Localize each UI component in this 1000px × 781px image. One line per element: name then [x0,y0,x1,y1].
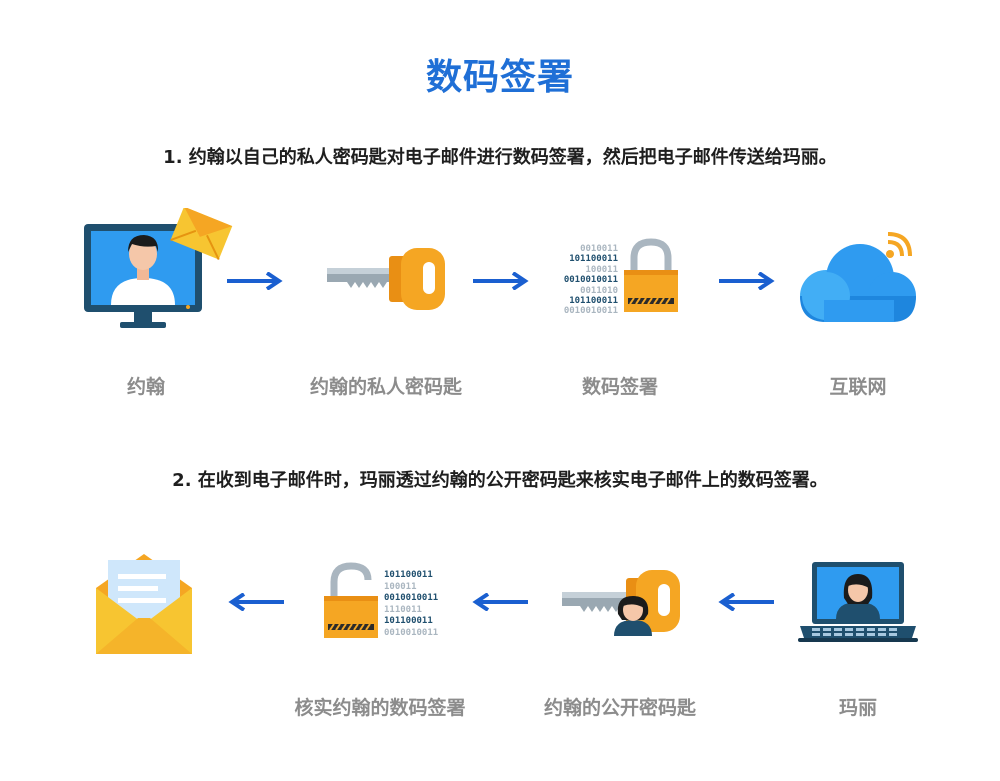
binary-line: 1110011 [384,604,422,615]
internet-cloud-icon [796,230,920,328]
wifi-icon [886,232,912,258]
binary-line: 101100011 [569,254,618,265]
label-internet: 互联网 [829,376,887,398]
binary-line: 101100011 [384,616,433,627]
label-verify-signature: 核实约翰的数码签署 [294,697,466,719]
arrow-left-icon [228,592,284,615]
step-1-description: 1. 约翰以自己的私人密码匙对电子邮件进行数码签署，然后把电子邮件传送给玛丽。 [163,147,837,168]
arrow-right-icon [227,271,283,294]
envelope-icon [170,208,233,260]
label-john-private-key: 约翰的私人密码匙 [309,376,462,398]
arrow-right-icon [473,271,529,294]
label-john-public-key: 约翰的公开密码匙 [543,697,696,719]
binary-line: 0010010011 [384,593,439,604]
binary-line: 0010010011 [563,306,618,317]
john-monitor-icon [84,208,234,336]
label-mary: 玛丽 [838,697,877,719]
arrow-right-icon [719,271,775,294]
open-envelope-icon [94,548,194,656]
binary-line: 100011 [585,264,618,275]
binary-line: 101100011 [384,570,433,580]
padlock-icon [622,238,680,314]
binary-code-b: 101100011 100011 0010010011 1110011 1011… [384,570,454,640]
mary-avatar-icon [614,596,652,636]
step-2-description: 2. 在收到电子邮件时，玛丽透过约翰的公开密码匙来核实电子邮件上的数码签署。 [172,470,828,491]
mary-laptop-icon [798,560,918,644]
binary-line: 101100011 [569,296,618,307]
binary-line: 0011010 [580,285,618,296]
arrow-left-icon [718,592,774,615]
binary-line: 0010010011 [563,275,618,286]
arrow-left-icon [472,592,528,615]
binary-line: 0010011 [580,244,618,254]
public-key-icon [560,566,682,638]
binary-line: 0010010011 [384,627,439,638]
label-digital-signature: 数码签署 [581,376,658,398]
binary-line: 100011 [384,581,417,592]
binary-code-a: 0010011 101100011 100011 0010010011 0011… [556,244,618,317]
private-key-icon [327,246,447,312]
page-title: 数码签署 [425,57,574,98]
label-john: 约翰 [126,376,165,398]
open-padlock-icon [322,562,380,640]
